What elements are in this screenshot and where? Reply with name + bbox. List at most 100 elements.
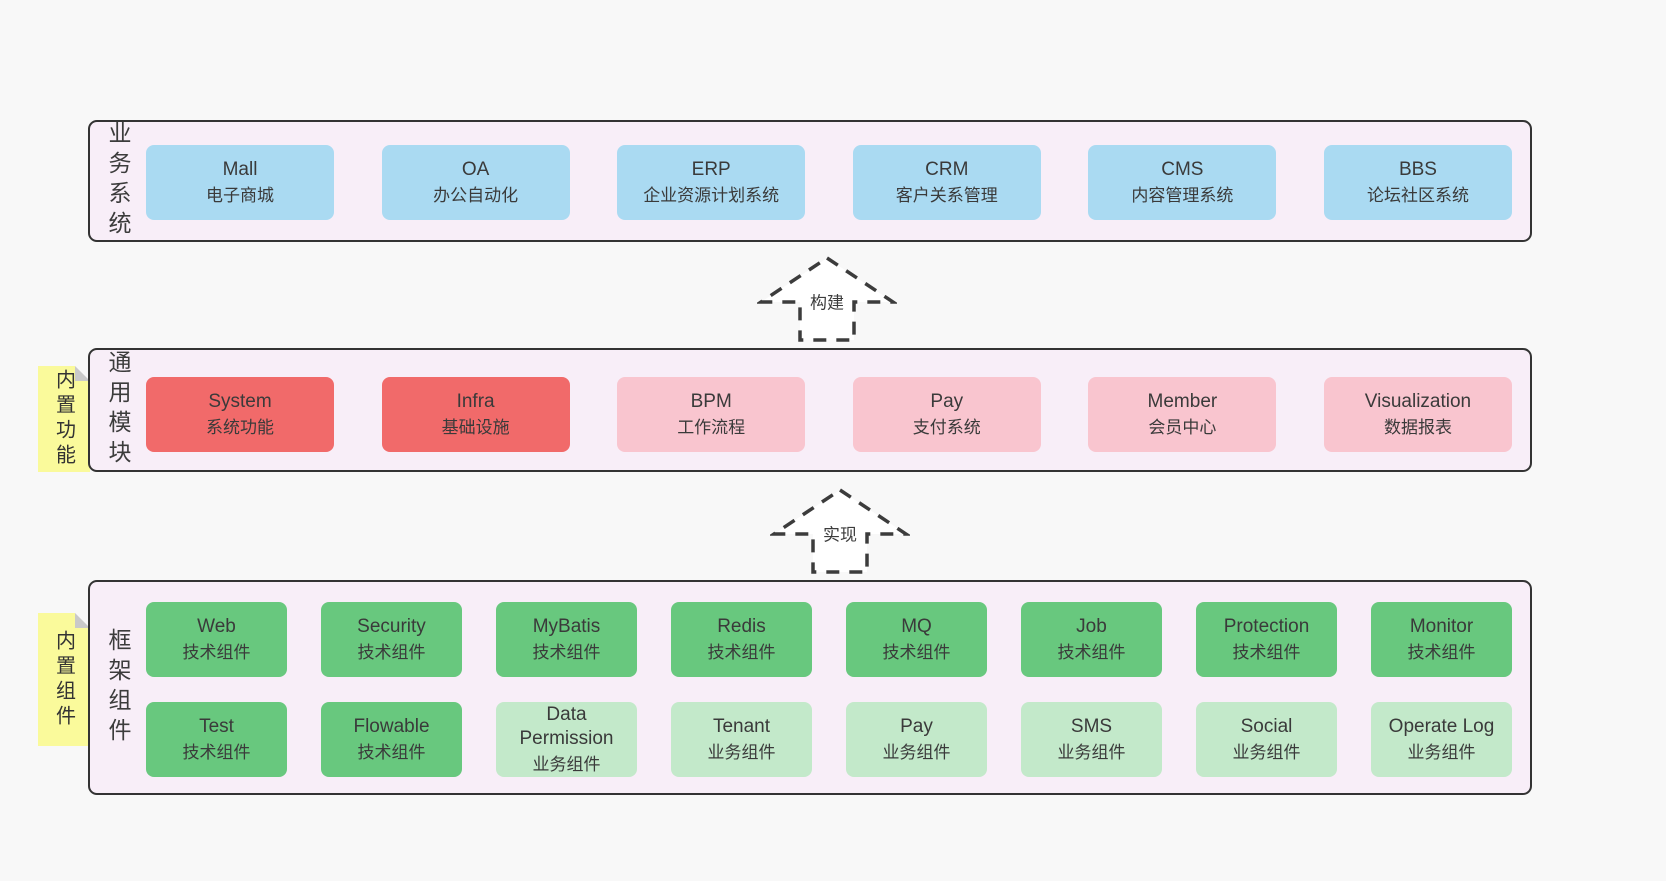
box-subtitle: 技术组件: [182, 742, 251, 762]
box-title: Member: [1147, 391, 1218, 413]
band-label: 框架组件: [105, 627, 131, 748]
box-title: ERP: [691, 159, 731, 181]
box-job: Job 技术组件: [1021, 602, 1162, 677]
box-title: Pay: [930, 391, 964, 413]
band-common-modules: 通用模块 System 系统功能 Infra 基础设施 BPM 工作流程 Pay…: [88, 348, 1532, 472]
box-oa: OA 办公自动化: [381, 145, 570, 220]
band-framework-components: 框架组件 Web 技术组件 Security 技术组件 MyBatis 技术组件…: [88, 580, 1532, 795]
box-erp: ERP 企业资源计划系统: [617, 145, 806, 220]
box-subtitle: 技术组件: [1407, 642, 1476, 662]
sticky-note-label: 内置组件: [52, 629, 75, 730]
box-title: Pay: [900, 716, 933, 738]
box-web: Web 技术组件: [146, 602, 287, 677]
box-title: Visualization: [1364, 391, 1472, 413]
box-subtitle: 技术组件: [882, 642, 951, 662]
box-title: OA: [461, 159, 490, 181]
box-subtitle: 业务组件: [882, 742, 951, 762]
box-mq: MQ 技术组件: [846, 602, 987, 677]
box-infra: Infra 基础设施: [381, 377, 570, 452]
box-title: Social: [1240, 716, 1293, 738]
box-title: Protection: [1223, 616, 1310, 638]
box-test: Test 技术组件: [146, 702, 287, 777]
box-title: Infra: [456, 391, 495, 413]
box-crm: CRM 客户关系管理: [852, 145, 1041, 220]
box-subtitle: 基础设施: [441, 417, 510, 437]
box-title: Redis: [717, 616, 766, 638]
box-redis: Redis 技术组件: [671, 602, 812, 677]
box-subtitle: 工作流程: [677, 417, 746, 437]
sticky-note-label: 内置功能: [52, 369, 75, 469]
box-title: Data Permission: [519, 703, 614, 750]
box-title: MQ: [901, 616, 932, 638]
box-subtitle: 数据报表: [1383, 417, 1452, 437]
box-title: Mall: [222, 159, 258, 181]
box-monitor: Monitor 技术组件: [1371, 602, 1512, 677]
box-subtitle: 技术组件: [532, 642, 601, 662]
box-subtitle: 系统功能: [206, 417, 274, 437]
box-title: Monitor: [1409, 616, 1474, 638]
box-pay-biz: Pay 业务组件: [846, 702, 987, 777]
band-row: Test 技术组件 Flowable 技术组件 Data Permission …: [146, 702, 1512, 777]
box-title: Security: [357, 616, 426, 638]
box-subtitle: 电子商城: [206, 185, 274, 205]
box-subtitle: 业务组件: [1407, 742, 1476, 762]
build-arrow: 构建: [757, 255, 897, 343]
box-subtitle: 业务组件: [707, 742, 776, 762]
band-row: Mall 电子商城 OA 办公自动化 ERP 企业资源计划系统 CRM 客户关系…: [146, 145, 1512, 220]
box-mybatis: MyBatis 技术组件: [496, 602, 637, 677]
box-subtitle: 会员中心: [1148, 417, 1217, 437]
arrow-label: 构建: [807, 287, 847, 315]
box-operate-log: Operate Log 业务组件: [1371, 702, 1512, 777]
band-row: System 系统功能 Infra 基础设施 BPM 工作流程 Pay 支付系统…: [146, 377, 1512, 452]
box-subtitle: 技术组件: [1232, 642, 1301, 662]
band-label: 通用模块: [105, 350, 131, 470]
band-business-systems: 业务系统 Mall 电子商城 OA 办公自动化 ERP 企业资源计划系统 CRM…: [88, 120, 1532, 242]
box-subtitle: 技术组件: [357, 742, 426, 762]
box-title: Operate Log: [1388, 716, 1495, 738]
arrow-label: 实现: [820, 519, 860, 547]
box-social: Social 业务组件: [1196, 702, 1337, 777]
box-subtitle: 支付系统: [912, 417, 981, 437]
box-title: SMS: [1070, 716, 1113, 738]
box-subtitle: 技术组件: [357, 642, 426, 662]
box-subtitle: 技术组件: [182, 642, 251, 662]
implement-arrow: 实现: [770, 487, 910, 575]
band-row: Web 技术组件 Security 技术组件 MyBatis 技术组件 Redi…: [146, 602, 1512, 677]
box-cms: CMS 内容管理系统: [1088, 145, 1277, 220]
box-title: Test: [199, 716, 234, 738]
box-tenant: Tenant 业务组件: [671, 702, 812, 777]
box-subtitle: 论坛社区系统: [1366, 185, 1469, 205]
box-system: System 系统功能: [146, 377, 334, 452]
box-subtitle: 业务组件: [532, 755, 601, 775]
box-subtitle: 办公自动化: [433, 185, 519, 205]
box-title: BPM: [690, 391, 732, 413]
box-title: Tenant: [712, 716, 771, 738]
box-subtitle: 技术组件: [707, 642, 776, 662]
box-bpm: BPM 工作流程: [617, 377, 806, 452]
sticky-note-built-in-components: 内置组件: [38, 613, 90, 746]
box-title: System: [208, 391, 272, 413]
box-mall: Mall 电子商城: [146, 145, 334, 220]
box-subtitle: 客户关系管理: [895, 185, 998, 205]
box-sms: SMS 业务组件: [1021, 702, 1162, 777]
sticky-note-built-in-features: 内置功能: [38, 366, 90, 472]
box-title: MyBatis: [532, 616, 601, 638]
box-bbs: BBS 论坛社区系统: [1323, 145, 1512, 220]
box-title: Flowable: [353, 716, 430, 738]
box-title: CMS: [1161, 159, 1204, 181]
box-subtitle: 企业资源计划系统: [643, 185, 780, 205]
box-data-permission: Data Permission 业务组件: [496, 702, 637, 777]
box-protection: Protection 技术组件: [1196, 602, 1337, 677]
box-security: Security 技术组件: [321, 602, 462, 677]
box-visualization: Visualization 数据报表: [1323, 377, 1512, 452]
box-subtitle: 业务组件: [1232, 742, 1301, 762]
box-member: Member 会员中心: [1088, 377, 1277, 452]
box-pay: Pay 支付系统: [852, 377, 1041, 452]
box-subtitle: 内容管理系统: [1131, 185, 1234, 205]
box-title: CRM: [925, 159, 969, 181]
box-title: Web: [197, 616, 236, 638]
box-subtitle: 技术组件: [1057, 642, 1126, 662]
box-flowable: Flowable 技术组件: [321, 702, 462, 777]
band-label: 业务系统: [105, 121, 131, 241]
box-title: Job: [1076, 616, 1107, 638]
